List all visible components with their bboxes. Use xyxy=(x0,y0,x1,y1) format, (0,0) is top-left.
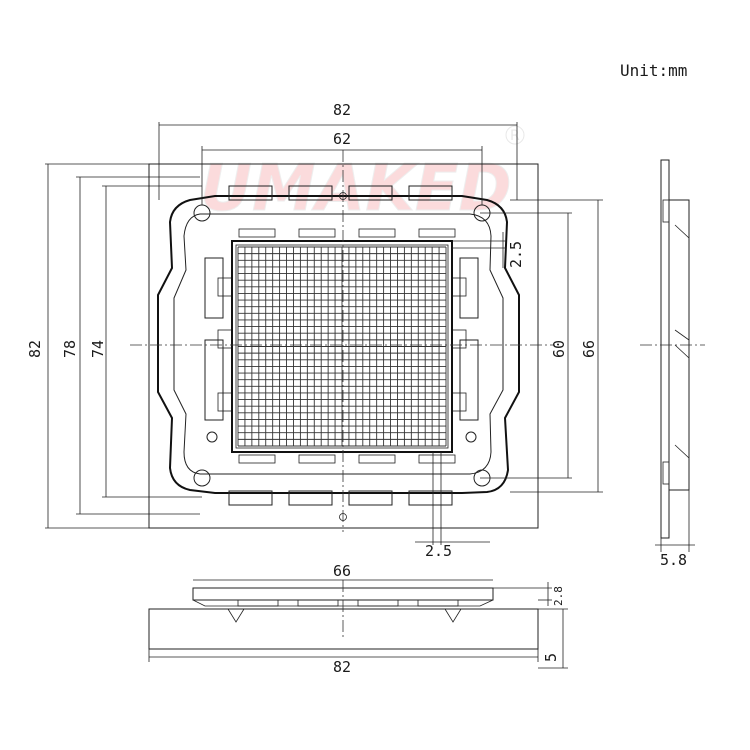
side-pin-marks xyxy=(674,224,690,459)
bottom-base-plate xyxy=(148,608,539,650)
dim-offset-bottom-label: 2.5 xyxy=(425,542,452,560)
bottom-terminal-pads xyxy=(228,454,456,506)
pin-hole-right xyxy=(465,431,477,443)
pin-hole-left xyxy=(206,431,218,443)
bottom-terminal-pads-profile xyxy=(237,599,459,607)
side-tab-top xyxy=(662,199,670,223)
dim-height-60: 60 xyxy=(480,212,572,479)
bottom-view: 66 82 2.8 5 xyxy=(148,562,568,676)
dim-bottom-width-66: 66 xyxy=(193,562,493,581)
dim-offset-top: 2.5 xyxy=(452,232,525,268)
dim-height-78: 78 xyxy=(61,176,200,515)
dim-bottom-width-82: 82 xyxy=(148,649,539,676)
top-terminal-pads xyxy=(228,185,456,238)
left-side-tabs xyxy=(204,257,233,421)
bottom-housing-edge xyxy=(192,599,494,607)
dim-height-66: 66 xyxy=(510,199,603,493)
led-chip-grid xyxy=(237,246,447,447)
base-plate-outline xyxy=(148,163,539,529)
dim-bottom-width-66-label: 66 xyxy=(333,562,351,580)
dim-height-74-label: 74 xyxy=(89,340,107,358)
dim-width-62-label: 62 xyxy=(333,130,351,148)
side-tab-bottom xyxy=(662,461,670,485)
led-array-inner-outline xyxy=(235,244,449,449)
housing-inner-outline xyxy=(173,213,504,475)
led-array-outline xyxy=(231,240,453,453)
dim-height-82-label: 82 xyxy=(26,340,44,358)
side-view: 5.8 xyxy=(640,159,705,569)
front-view: 82 62 82 78 74 xyxy=(26,101,603,560)
bottom-mount-marks xyxy=(227,608,462,623)
dim-width-82-label: 82 xyxy=(333,101,351,119)
dim-width-62: 62 xyxy=(201,130,483,205)
dim-height-60-label: 60 xyxy=(550,340,568,358)
dim-height-82: 82 xyxy=(26,163,149,529)
dim-side-thickness-label: 5.8 xyxy=(660,551,687,569)
dim-height-74: 74 xyxy=(89,185,202,498)
housing-outline xyxy=(157,195,520,494)
dim-bottom-height-2-8: 2.8 xyxy=(493,582,565,606)
dim-side-thickness: 5.8 xyxy=(655,490,695,569)
dim-width-82: 82 xyxy=(158,101,518,200)
unit-label: Unit:mm xyxy=(620,61,687,80)
dim-bottom-width-82-label: 82 xyxy=(333,658,351,676)
right-side-tabs xyxy=(451,257,479,421)
watermark-text: UMAKED xyxy=(200,152,512,226)
brand-watermark: UMAKED R xyxy=(200,125,525,227)
mounting-hole-bottom-left xyxy=(193,469,211,487)
dim-offset-top-label: 2.5 xyxy=(507,241,525,268)
side-base-plate xyxy=(660,159,670,539)
dim-bottom-height-5-label: 5 xyxy=(542,653,560,662)
dim-bottom-height-2-8-label: 2.8 xyxy=(552,586,565,606)
dim-height-78-label: 78 xyxy=(61,340,79,358)
watermark-registered-mark: R xyxy=(510,128,520,144)
dim-height-66-label: 66 xyxy=(580,340,598,358)
dim-offset-bottom: 2.5 xyxy=(415,452,490,560)
dim-bottom-height-5: 5 xyxy=(538,608,568,669)
